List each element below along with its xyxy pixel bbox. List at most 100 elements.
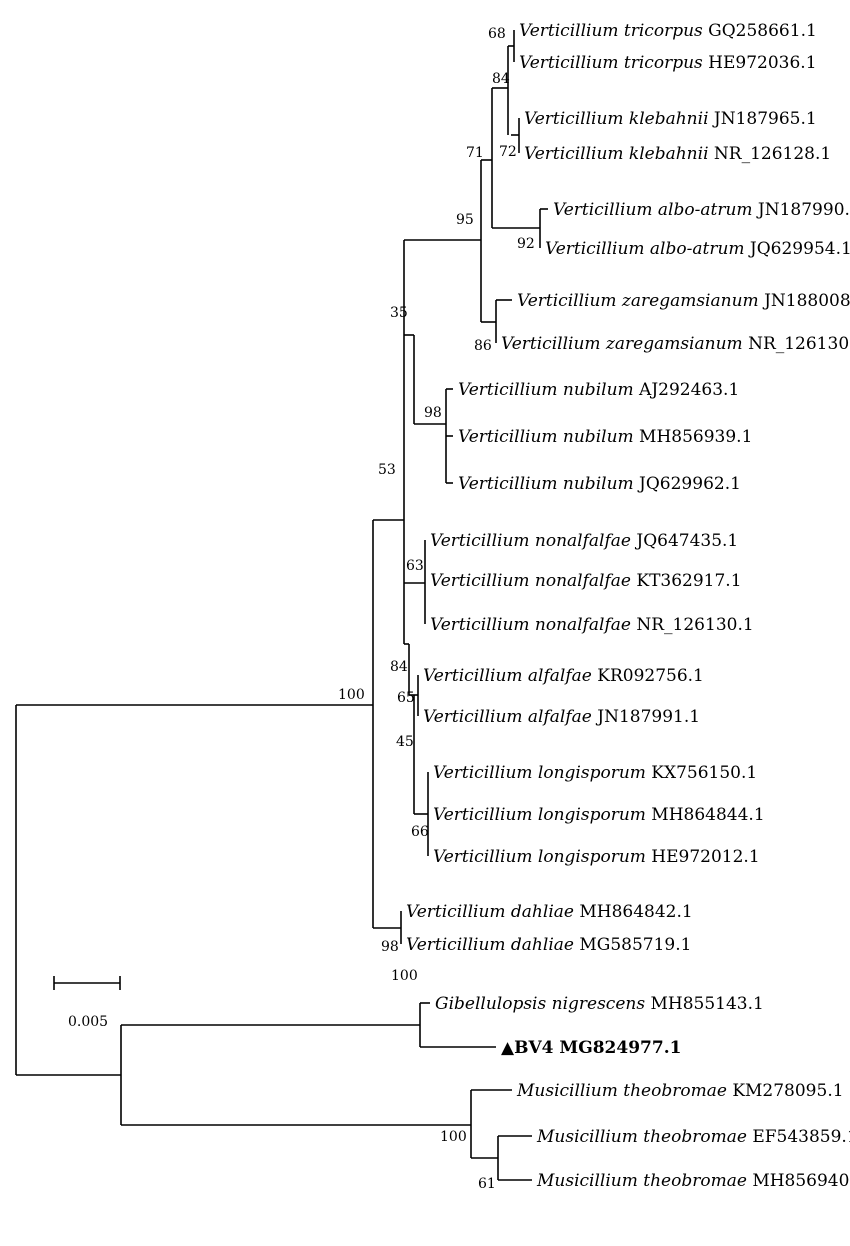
accession-number: MG824977.1 <box>559 1038 681 1058</box>
bootstrap-value: 65 <box>397 690 415 706</box>
accession-number: MG585719.1 <box>579 935 691 955</box>
taxon-label: Verticillium nubilum MH856939.1 <box>458 427 752 447</box>
accession-number: MH856940.1 <box>752 1171 850 1191</box>
bootstrap-value: 86 <box>474 338 492 354</box>
species-name: Verticillium klebahnii <box>524 144 714 164</box>
bootstrap-value: 100 <box>440 1129 467 1145</box>
species-name: Musicillium theobromae <box>516 1081 732 1101</box>
bootstrap-value: 84 <box>492 71 510 87</box>
taxon-label: Verticillium nubilum AJ292463.1 <box>458 380 739 400</box>
bootstrap-value: 68 <box>488 26 506 42</box>
accession-number: JQ629962.1 <box>637 474 741 494</box>
accession-number: MH864842.1 <box>579 902 692 922</box>
species-name: Verticillium longisporum <box>433 763 651 783</box>
species-name: Verticillium tricorpus <box>519 53 708 73</box>
accession-number: JN187991.1 <box>595 707 700 727</box>
bootstrap-value: 53 <box>378 462 396 478</box>
taxon-label: Musicillium theobromae KM278095.1 <box>516 1081 844 1101</box>
taxon-label: Verticillium dahliae MG585719.1 <box>406 935 691 955</box>
species-name: Verticillium albo-atrum <box>553 200 758 220</box>
taxon-label: Verticillium albo-atrum JQ629954.1 <box>545 239 850 259</box>
species-name: Gibellulopsis nigrescens <box>435 994 650 1014</box>
accession-number: EF543859.1 <box>752 1127 850 1147</box>
accession-number: MH864844.1 <box>651 805 764 825</box>
bootstrap-value: 72 <box>499 144 517 160</box>
bootstrap-value: 35 <box>390 305 408 321</box>
taxon-label: Verticillium tricorpus GQ258661.1 <box>519 21 817 41</box>
scale-bar-label: 0.005 <box>68 1014 108 1030</box>
bootstrap-value: 61 <box>478 1176 496 1192</box>
species-name: Verticillium nonalfalfae <box>430 615 636 635</box>
species-name: Verticillium alfalfae <box>423 707 597 727</box>
species-name: Verticillium zaregamsianum <box>501 334 748 354</box>
species-name: Verticillium nonalfalfae <box>430 531 636 551</box>
accession-number: JN187990.1 <box>756 200 850 220</box>
bootstrap-value: 92 <box>517 236 535 252</box>
species-name: Verticillium zaregamsianum <box>517 291 764 311</box>
taxon-label: Verticillium alfalfae KR092756.1 <box>423 666 704 686</box>
species-name: Verticillium klebahnii <box>524 109 714 129</box>
accession-number: KX756150.1 <box>651 763 757 783</box>
taxon-label: Verticillium tricorpus HE972036.1 <box>519 53 817 73</box>
taxon-labels: Verticillium tricorpus GQ258661.1Vertici… <box>406 21 850 1191</box>
tree-branches <box>15 30 548 1181</box>
species-name: Verticillium longisporum <box>433 847 651 867</box>
species-name: Verticillium nubilum <box>458 427 639 447</box>
accession-number: KT362917.1 <box>636 571 741 591</box>
accession-number: KM278095.1 <box>732 1081 843 1101</box>
accession-number: NR_126130.1 <box>748 334 850 354</box>
taxon-label: Musicillium theobromae MH856940.1 <box>536 1171 850 1191</box>
accession-number: NR_126128.1 <box>714 144 831 164</box>
accession-number: MH856939.1 <box>639 427 752 447</box>
species-name: Verticillium dahliae <box>406 902 579 922</box>
taxon-label: Verticillium klebahnii NR_126128.1 <box>524 144 831 164</box>
bootstrap-value: 63 <box>406 558 424 574</box>
bootstrap-value: 95 <box>456 212 474 228</box>
species-name: Verticillium albo-atrum <box>545 239 750 259</box>
species-name: Musicillium theobromae <box>536 1171 752 1191</box>
taxon-label: Musicillium theobromae EF543859.1 <box>536 1127 850 1147</box>
species-name: Verticillium nonalfalfae <box>430 571 636 591</box>
taxon-label: Verticillium longisporum KX756150.1 <box>433 763 757 783</box>
taxon-label: Verticillium dahliae MH864842.1 <box>406 902 693 922</box>
species-name: Verticillium nubilum <box>458 380 639 400</box>
species-name: Verticillium dahliae <box>406 935 579 955</box>
taxon-label: Verticillium albo-atrum JN187990.1 <box>553 200 850 220</box>
taxon-label: Gibellulopsis nigrescens MH855143.1 <box>435 994 764 1014</box>
taxon-label: Verticillium nubilum JQ629962.1 <box>458 474 741 494</box>
species-name: Verticillium alfalfae <box>423 666 597 686</box>
query-isolate-label: ▲BV4 MG824977.1 <box>501 1038 681 1058</box>
bootstrap-value: 98 <box>381 939 399 955</box>
bootstrap-value: 100 <box>391 968 418 984</box>
accession-number: KR092756.1 <box>597 666 704 686</box>
taxon-label: Verticillium nonalfalfae NR_126130.1 <box>430 615 754 635</box>
taxon-label: Verticillium zaregamsianum NR_126130.1 <box>501 334 850 354</box>
bootstrap-value: 45 <box>396 734 414 750</box>
isolate-name: BV4 <box>514 1038 559 1058</box>
taxon-label: Verticillium zaregamsianum JN188008.1 <box>517 291 850 311</box>
accession-number: MH855143.1 <box>650 994 763 1014</box>
accession-number: JN187965.1 <box>712 109 817 129</box>
species-name: Verticillium tricorpus <box>519 21 708 41</box>
taxon-label: Verticillium nonalfalfae KT362917.1 <box>430 571 742 591</box>
accession-number: AJ292463.1 <box>638 380 739 400</box>
bootstrap-values: 68 84 72 71 92 95 86 35 98 53 63 84 65 45 66 100 98 100 10… <box>338 26 535 1192</box>
accession-number: JQ647435.1 <box>634 531 738 551</box>
species-name: Verticillium nubilum <box>458 474 639 494</box>
bootstrap-value: 100 <box>338 687 365 703</box>
taxon-label: Verticillium klebahnii JN187965.1 <box>524 109 817 129</box>
species-name: Verticillium longisporum <box>433 805 651 825</box>
accession-number: JN188008.1 <box>762 291 850 311</box>
triangle-marker-icon: ▲ <box>501 1038 515 1058</box>
taxon-label: Verticillium longisporum HE972012.1 <box>433 847 760 867</box>
bootstrap-value: 84 <box>390 659 408 675</box>
bootstrap-value: 66 <box>411 824 429 840</box>
accession-number: HE972012.1 <box>651 847 759 867</box>
scale-bar: 0.005 <box>53 976 121 1030</box>
taxon-label: Verticillium nonalfalfae JQ647435.1 <box>430 531 738 551</box>
bootstrap-value: 71 <box>466 145 484 161</box>
accession-number: NR_126130.1 <box>636 615 753 635</box>
bootstrap-value: 98 <box>424 405 442 421</box>
accession-number: GQ258661.1 <box>708 21 817 41</box>
taxon-label: Verticillium alfalfae JN187991.1 <box>423 707 700 727</box>
